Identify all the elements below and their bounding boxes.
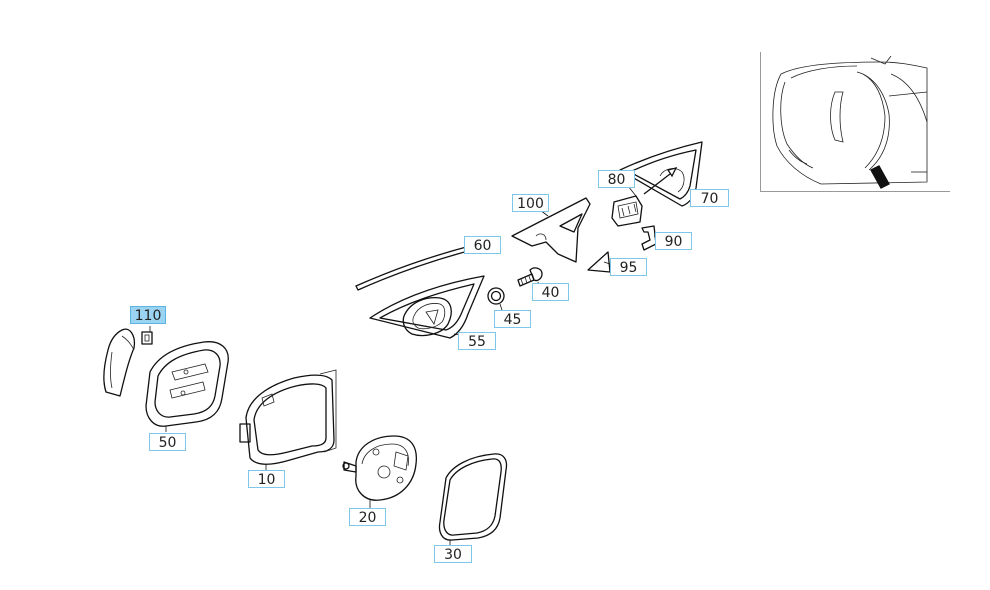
callout-95[interactable]: 95 <box>610 258 647 276</box>
callout-70[interactable]: 70 <box>690 189 729 207</box>
callout-20[interactable]: 20 <box>349 508 386 526</box>
part-95-small-triangle[interactable] <box>587 251 611 273</box>
part-30-mirror-glass[interactable] <box>438 453 508 546</box>
callout-110[interactable]: 110 <box>130 306 166 324</box>
part-40-screw[interactable] <box>517 267 543 291</box>
part-45-grommet[interactable] <box>487 287 505 311</box>
part-55-inner-triangle[interactable] <box>369 275 485 339</box>
callout-60[interactable]: 60 <box>464 236 501 254</box>
car-outline-icon <box>772 55 928 189</box>
callout-55[interactable]: 55 <box>458 332 496 350</box>
part-50-housing-cover[interactable] <box>145 341 229 432</box>
part-10-mirror-frame[interactable] <box>239 369 337 470</box>
part-110-turn-signal[interactable] <box>103 326 153 397</box>
part-100-seal-plate[interactable] <box>511 197 591 263</box>
vehicle-location-thumbnail <box>760 52 950 192</box>
callout-10[interactable]: 10 <box>248 470 285 488</box>
part-80-connector[interactable] <box>611 185 643 227</box>
callout-80[interactable]: 80 <box>598 170 635 188</box>
part-70-outer-shell[interactable] <box>619 141 703 207</box>
callout-100[interactable]: 100 <box>512 194 549 212</box>
callout-30[interactable]: 30 <box>434 545 472 563</box>
callout-90[interactable]: 90 <box>655 232 692 250</box>
part-20-adjust-motor[interactable] <box>342 435 418 508</box>
callout-50[interactable]: 50 <box>149 433 186 451</box>
callout-40[interactable]: 40 <box>532 283 569 301</box>
callout-45[interactable]: 45 <box>494 310 531 328</box>
